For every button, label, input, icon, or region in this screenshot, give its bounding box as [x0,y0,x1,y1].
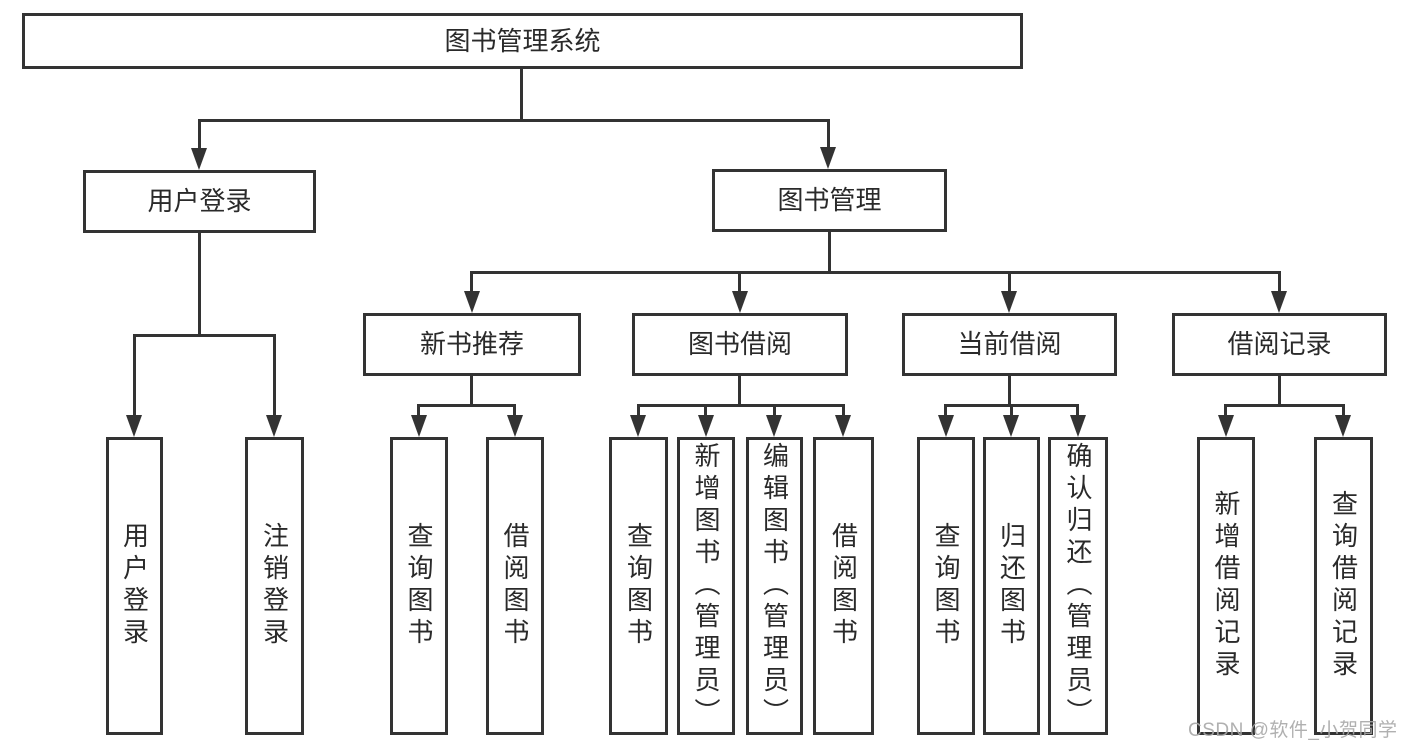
node-label: 借阅图书 [828,522,859,650]
tree-edge [738,271,741,293]
arrow-down-icon [732,291,748,313]
csdn-watermark: CSDN @软件_小贺同学 [1188,720,1398,741]
node-label: 查询图书 [931,522,961,650]
arrow-down-icon [835,415,851,437]
node-label: 借阅记录 [1227,329,1332,360]
tree-edge [1342,404,1345,416]
arrow-down-icon [1271,291,1287,313]
tree-edge [198,233,201,336]
node-label: 新增图书（管理员） [691,442,721,730]
tree-edge [470,376,473,406]
arrow-down-icon [1001,291,1017,313]
tree-edge [1010,404,1013,416]
node-label: 查询图书 [623,522,654,650]
node-label: 新书推荐 [419,329,524,360]
leaf-br-query-record: 查询借阅记录 [1314,437,1373,735]
tree-edge [828,232,831,273]
leaf-bb-edit-book-admin: 编辑图书（管理员） [746,437,803,735]
node-label: 查询借阅记录 [1328,490,1359,682]
arrow-down-icon [938,415,954,437]
arrow-down-icon [464,291,480,313]
leaf-bb-borrow-book: 借阅图书 [813,437,874,735]
arrow-down-icon [507,415,523,437]
arrow-down-icon [1070,415,1086,437]
tree-edge [133,334,136,416]
node-root-library-management-system: 图书管理系统 [22,13,1023,69]
node-label: 图书管理 [777,185,882,216]
node-label: 查询图书 [404,522,434,650]
node-label: 用户登录 [119,522,150,650]
node-book-borrowing: 图书借阅 [632,313,848,376]
tree-edge [520,69,523,120]
tree-edge [133,334,276,337]
tree-edge [1278,271,1281,293]
arrow-down-icon [1335,415,1351,437]
node-label: 当前借阅 [957,329,1062,360]
tree-edge [773,404,776,416]
leaf-cb-confirm-return-admin: 确认归还（管理员） [1048,437,1108,735]
tree-edge [638,404,844,407]
tree-edge [944,404,947,416]
node-label: 编辑图书（管理员） [759,442,790,730]
tree-edge [513,404,516,416]
leaf-cb-query-book: 查询图书 [917,437,975,735]
node-label: 用户登录 [147,186,252,217]
arrow-down-icon [411,415,427,437]
tree-edge [1008,271,1011,293]
arrow-down-icon [630,415,646,437]
tree-edge [842,404,845,416]
node-label: 新增借阅记录 [1211,490,1241,682]
leaf-br-add-record: 新增借阅记录 [1197,437,1255,735]
tree-edge [471,271,1281,274]
leaf-logout: 注销登录 [245,437,304,735]
tree-edge [704,404,707,416]
arrow-down-icon [820,147,836,169]
leaf-nb-borrow-book: 借阅图书 [486,437,544,735]
tree-edge [1226,404,1344,407]
node-label: 确认归还（管理员） [1063,442,1093,730]
arrow-down-icon [1218,415,1234,437]
node-borrowing-records: 借阅记录 [1172,313,1387,376]
tree-edge [417,404,420,416]
leaf-bb-add-book-admin: 新增图书（管理员） [677,437,735,735]
leaf-nb-query-book: 查询图书 [390,437,448,735]
node-label: 注销登录 [259,522,290,650]
tree-edge [637,404,640,416]
node-label: 图书管理系统 [444,25,601,56]
arrow-down-icon [698,415,714,437]
node-label: 归还图书 [996,522,1027,650]
tree-edge [273,334,276,416]
tree-edge [738,376,741,406]
leaf-bb-query-book: 查询图书 [609,437,668,735]
tree-edge [1076,404,1079,416]
arrow-down-icon [126,415,142,437]
arrow-down-icon [191,148,207,170]
arrow-down-icon [1003,415,1019,437]
tree-edge [1008,376,1011,406]
arrow-down-icon [266,415,282,437]
tree-edge [1224,404,1227,416]
node-label: 借阅图书 [500,522,530,650]
tree-edge [198,119,830,122]
tree-edge [827,119,830,150]
leaf-user-login: 用户登录 [106,437,163,735]
node-label: 图书借阅 [687,329,792,360]
leaf-cb-return-book: 归还图书 [983,437,1040,735]
node-current-borrowing: 当前借阅 [902,313,1117,376]
tree-edge [419,404,515,407]
node-new-book-recommend: 新书推荐 [363,313,581,376]
arrow-down-icon [766,415,782,437]
node-user-login: 用户登录 [83,170,316,233]
tree-edge [198,119,201,151]
node-book-management: 图书管理 [712,169,947,232]
tree-edge [1278,376,1281,406]
tree-edge [470,271,473,293]
